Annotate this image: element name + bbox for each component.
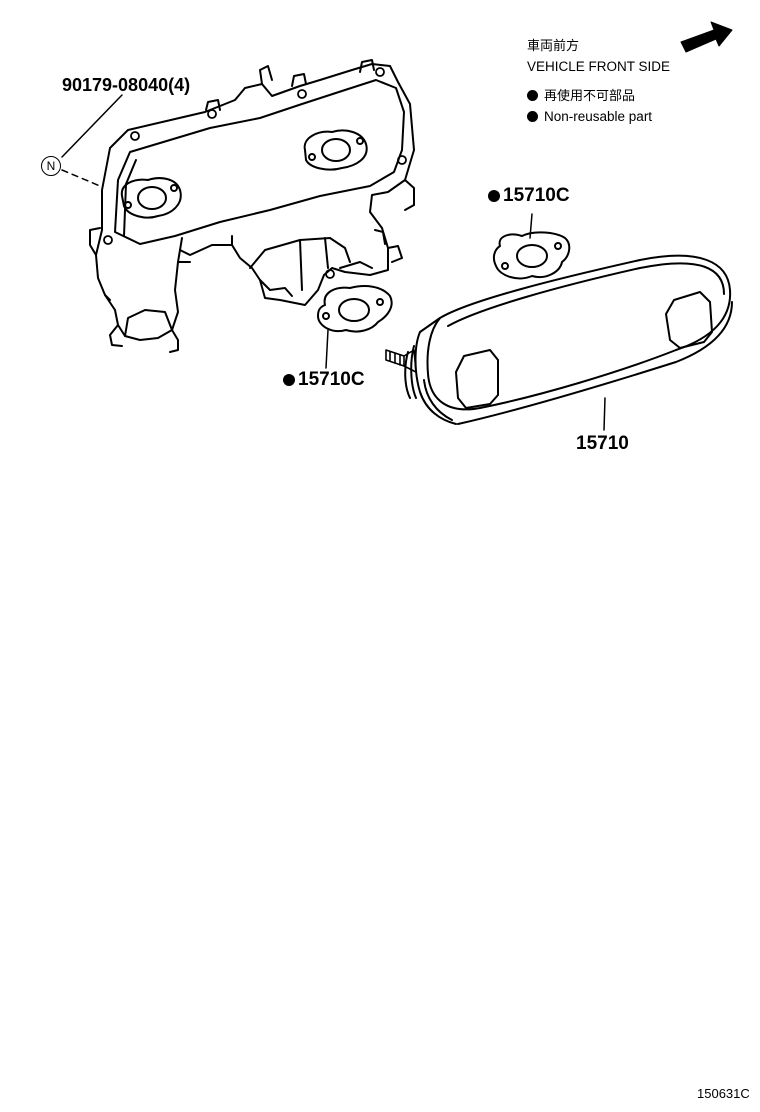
nonreusable-bullet-icon: [527, 111, 538, 122]
oil-cooler-element: [404, 254, 733, 425]
nonreusable-label: Non-reusable part: [527, 110, 652, 124]
cover-port-left: [120, 177, 182, 219]
cover-port-right: [303, 129, 368, 171]
gasket-lower-leader: [325, 329, 329, 369]
callout-gasket-lower: 15710C: [283, 370, 365, 389]
gasket-lower: [317, 285, 393, 333]
bolt-leader-line: [61, 94, 123, 187]
vehicle-front-arrow-icon: [680, 21, 733, 53]
nonreusable-label-jp: 再使用不可部品: [527, 90, 635, 103]
nonreusable-bullet-icon: [488, 190, 500, 202]
cover-bolt-holes: [103, 67, 407, 279]
figure-id: 150631C: [697, 1086, 750, 1101]
stud-bolt: [385, 349, 417, 373]
nonreusable-bullet-icon: [527, 90, 538, 101]
oil-cooler-cover: [89, 59, 415, 353]
gasket-upper: [492, 231, 571, 280]
nonreusable-bullet-icon: [283, 374, 295, 386]
callout-gasket-upper: 15710C: [488, 186, 570, 205]
callout-oil-cooler: 15710: [576, 433, 629, 454]
callout-bolt: 90179-08040(4): [62, 75, 191, 95]
new-part-symbol-icon: N: [41, 156, 61, 176]
oil-cooler-leader: [603, 397, 606, 431]
vehicle-front-label: VEHICLE FRONT SIDE: [527, 59, 671, 74]
vehicle-front-label-jp: 車両前方: [527, 39, 580, 54]
gasket-upper-leader: [529, 213, 533, 239]
